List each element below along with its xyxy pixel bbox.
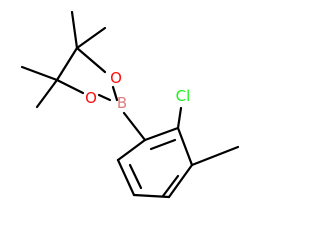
chlorine-label: Cl — [176, 87, 191, 105]
bond-ring-cl — [176, 106, 183, 130]
bond-methyl-3 — [20, 65, 59, 82]
bond-ring-methyl — [190, 145, 240, 167]
bond-ring-inner-2 — [161, 174, 180, 198]
bond-ring-inner-1 — [149, 138, 177, 151]
bond-b-o-upper — [111, 85, 119, 102]
bond-ring-3 — [167, 163, 194, 199]
bond-methyl-1 — [70, 10, 79, 50]
bond-b-aryl — [122, 111, 147, 142]
bond-ring-inner-3 — [128, 163, 143, 190]
bond-ring-1 — [143, 126, 180, 142]
molecule-structure-diagram: O O B Cl — [20, 10, 240, 199]
bond-c5-o-lower — [55, 78, 85, 95]
bond-lines — [20, 10, 240, 199]
bond-methyl-4 — [35, 78, 59, 109]
bond-c4-o-upper — [75, 46, 107, 74]
oxygen-lower-label: O — [85, 89, 97, 107]
bond-ring-6 — [116, 138, 147, 162]
bond-ring-5 — [116, 158, 136, 197]
atom-labels: O O B Cl — [85, 69, 190, 112]
boron-label: B — [117, 94, 127, 112]
bond-methyl-2 — [75, 26, 107, 50]
bond-c4-c5 — [55, 46, 79, 82]
oxygen-upper-label: O — [110, 69, 122, 87]
bond-ring-2 — [176, 126, 194, 167]
bond-b-o-lower — [97, 93, 112, 102]
